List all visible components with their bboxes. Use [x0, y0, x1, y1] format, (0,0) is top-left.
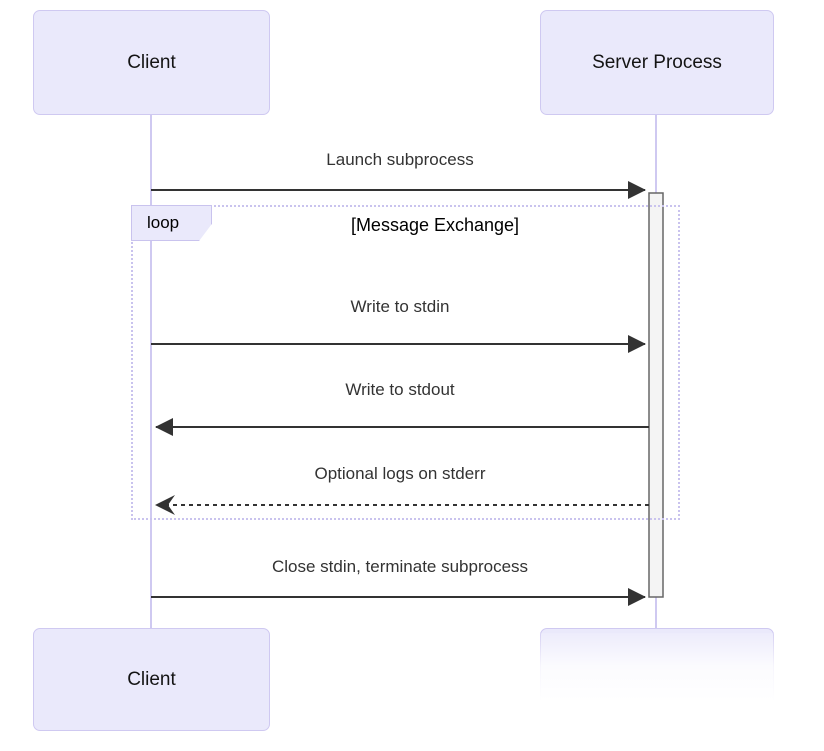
message-label-write-to-stdout: Write to stdout: [345, 380, 455, 399]
message-label-launch-subprocess: Launch subprocess: [326, 150, 474, 169]
message-label-write-to-stdin: Write to stdin: [350, 297, 450, 316]
loop-frame: [131, 205, 680, 520]
loop-label-tag: loop: [131, 205, 212, 241]
actor-label-client-bottom: Client: [127, 668, 176, 690]
actor-box-client-top: Client: [33, 10, 270, 115]
actor-label-server-top: Server Process: [592, 51, 722, 73]
actor-box-server-bottom-faded: [540, 628, 774, 731]
actor-box-server-top: Server Process: [540, 10, 774, 115]
loop-condition-title: [Message Exchange]: [350, 215, 520, 235]
message-label-close-stdin-terminate: Close stdin, terminate subprocess: [271, 557, 529, 576]
loop-label-text: loop: [147, 213, 180, 232]
actor-label-client-top: Client: [127, 51, 176, 73]
actor-box-client-bottom: Client: [33, 628, 270, 731]
activation-bar-server: [648, 192, 664, 598]
message-label-optional-logs-stderr: Optional logs on stderr: [314, 464, 486, 483]
